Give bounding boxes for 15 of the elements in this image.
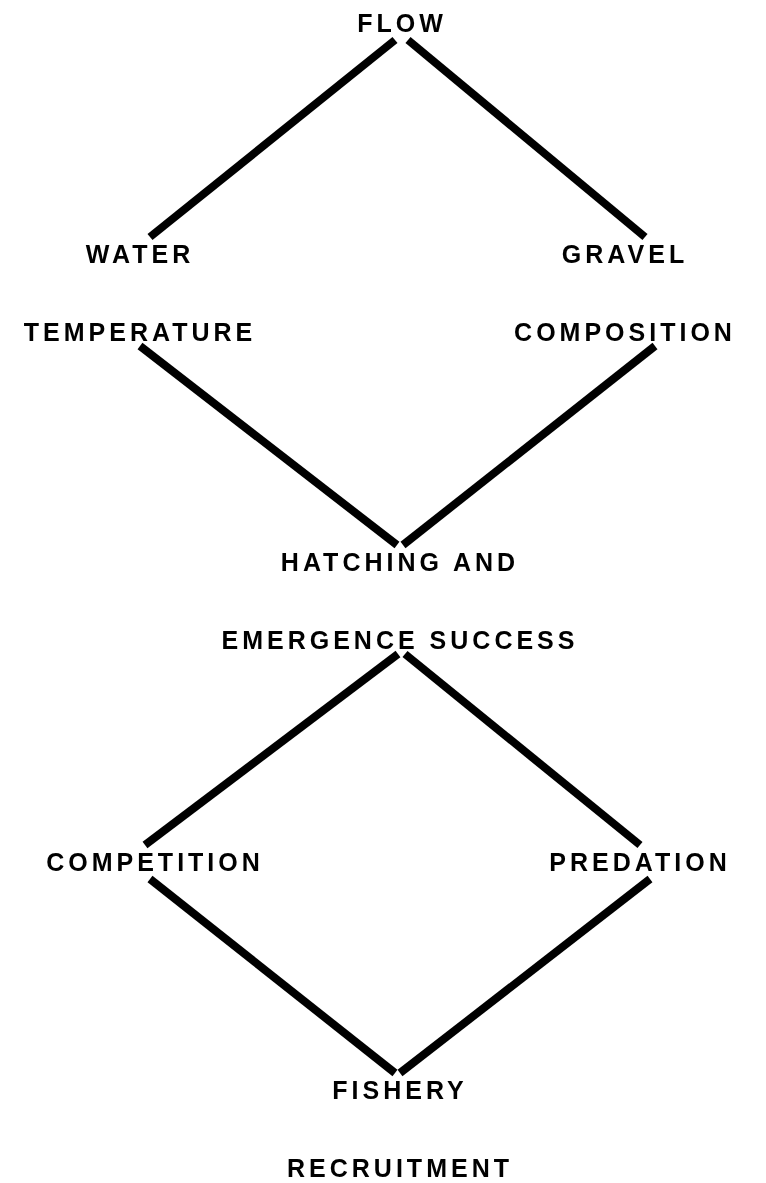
factor-label: HATCHING AND EMERGENCE SUCCESS	[221, 547, 579, 654]
connector-line	[402, 650, 643, 849]
factor-label: GRAVEL COMPOSITION	[514, 239, 736, 346]
factor-label: FLOW	[357, 8, 447, 37]
connector-line	[147, 875, 398, 1077]
connector-line	[137, 342, 400, 549]
connector-line	[147, 36, 398, 241]
factor-label: PREDATION	[549, 847, 731, 876]
factor-label: FISHERY RECRUITMENT	[287, 1075, 513, 1182]
factor-label: WATER TEMPERATURE	[23, 239, 257, 346]
connector-line	[397, 875, 653, 1077]
connector-line	[405, 36, 648, 241]
connector-line	[142, 650, 401, 849]
factor-label: COMPETITION	[46, 847, 264, 876]
connector-line	[400, 342, 658, 549]
